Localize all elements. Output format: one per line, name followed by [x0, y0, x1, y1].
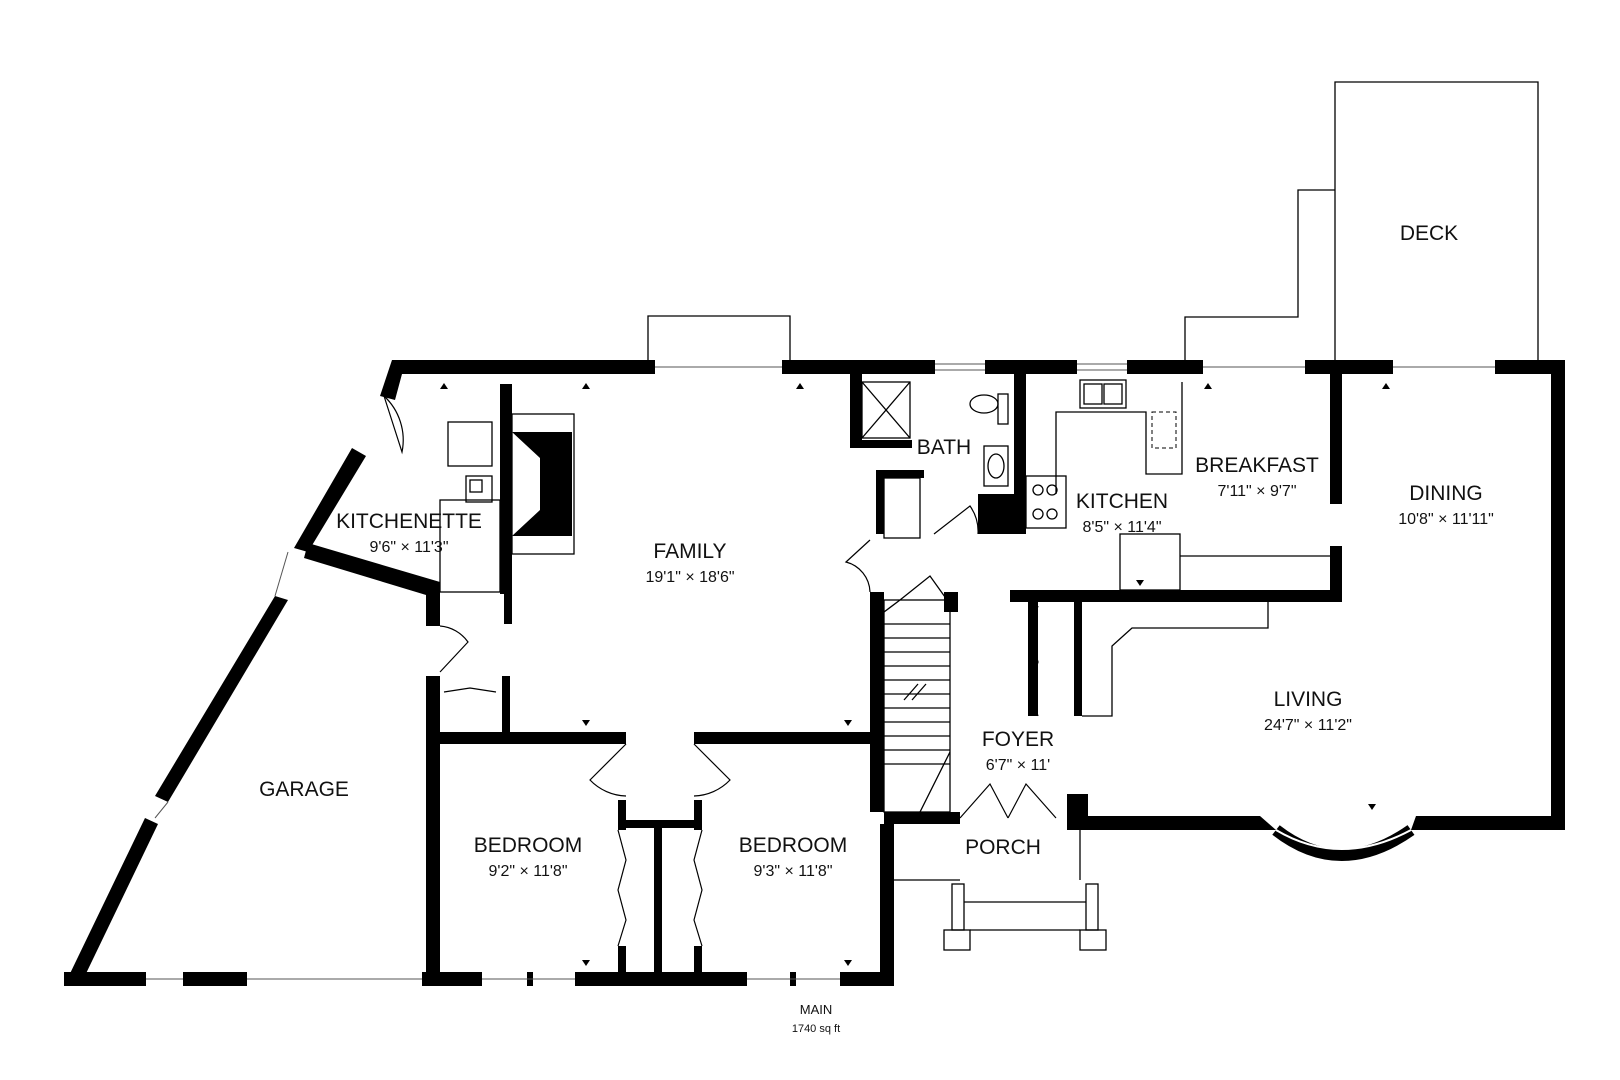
garage-name: GARAGE	[259, 778, 349, 801]
porch-name: PORCH	[965, 836, 1041, 859]
windows	[146, 363, 1495, 980]
deck-outline	[1184, 81, 1539, 364]
floor-area: 1740 sq ft	[792, 1023, 840, 1035]
kitchenette-fixtures	[439, 421, 501, 593]
deck-name: DECK	[1400, 222, 1458, 245]
porch-steps	[894, 830, 1107, 951]
living-dims: 24'7" × 11'2"	[1264, 717, 1352, 734]
foyer-dims: 6'7" × 11'	[986, 757, 1050, 774]
kitchen-name: KITCHEN	[1076, 490, 1168, 513]
fireplace	[511, 413, 575, 555]
family-dims: 19'1" × 18'6"	[645, 569, 734, 586]
bedroom-right-dims: 9'3" × 11'8"	[753, 863, 832, 880]
bath-name: BATH	[917, 436, 971, 459]
family-name: FAMILY	[653, 540, 726, 563]
living-name: LIVING	[1274, 688, 1343, 711]
kitchen-fixtures	[1025, 379, 1330, 717]
floor-name: MAIN	[800, 1002, 833, 1017]
bay-window	[1272, 825, 1415, 861]
bedroom-left-dims: 9'2" × 11'8"	[488, 863, 567, 880]
kitchenette-dims: 9'6" × 11'3"	[369, 539, 448, 556]
foyer-name: FOYER	[982, 728, 1054, 751]
measure-ticks	[440, 383, 1390, 966]
room-labels: DECK BATH BREAKFAST 7'11" × 9'7" DINING …	[259, 222, 1494, 1035]
bath-fixtures	[861, 381, 1009, 539]
breakfast-name: BREAKFAST	[1195, 454, 1319, 477]
doors	[383, 395, 1057, 947]
family-bumpout	[647, 315, 791, 366]
bedroom-left-name: BEDROOM	[474, 834, 583, 857]
kitchenette-name: KITCHENETTE	[336, 510, 482, 533]
kitchen-dims: 8'5" × 11'4"	[1082, 519, 1161, 536]
bedroom-right-name: BEDROOM	[739, 834, 848, 857]
stairs	[883, 575, 951, 813]
breakfast-dims: 7'11" × 9'7"	[1217, 483, 1296, 500]
dining-dims: 10'8" × 11'11"	[1398, 511, 1494, 528]
walls	[64, 360, 1565, 986]
dining-name: DINING	[1409, 482, 1483, 505]
